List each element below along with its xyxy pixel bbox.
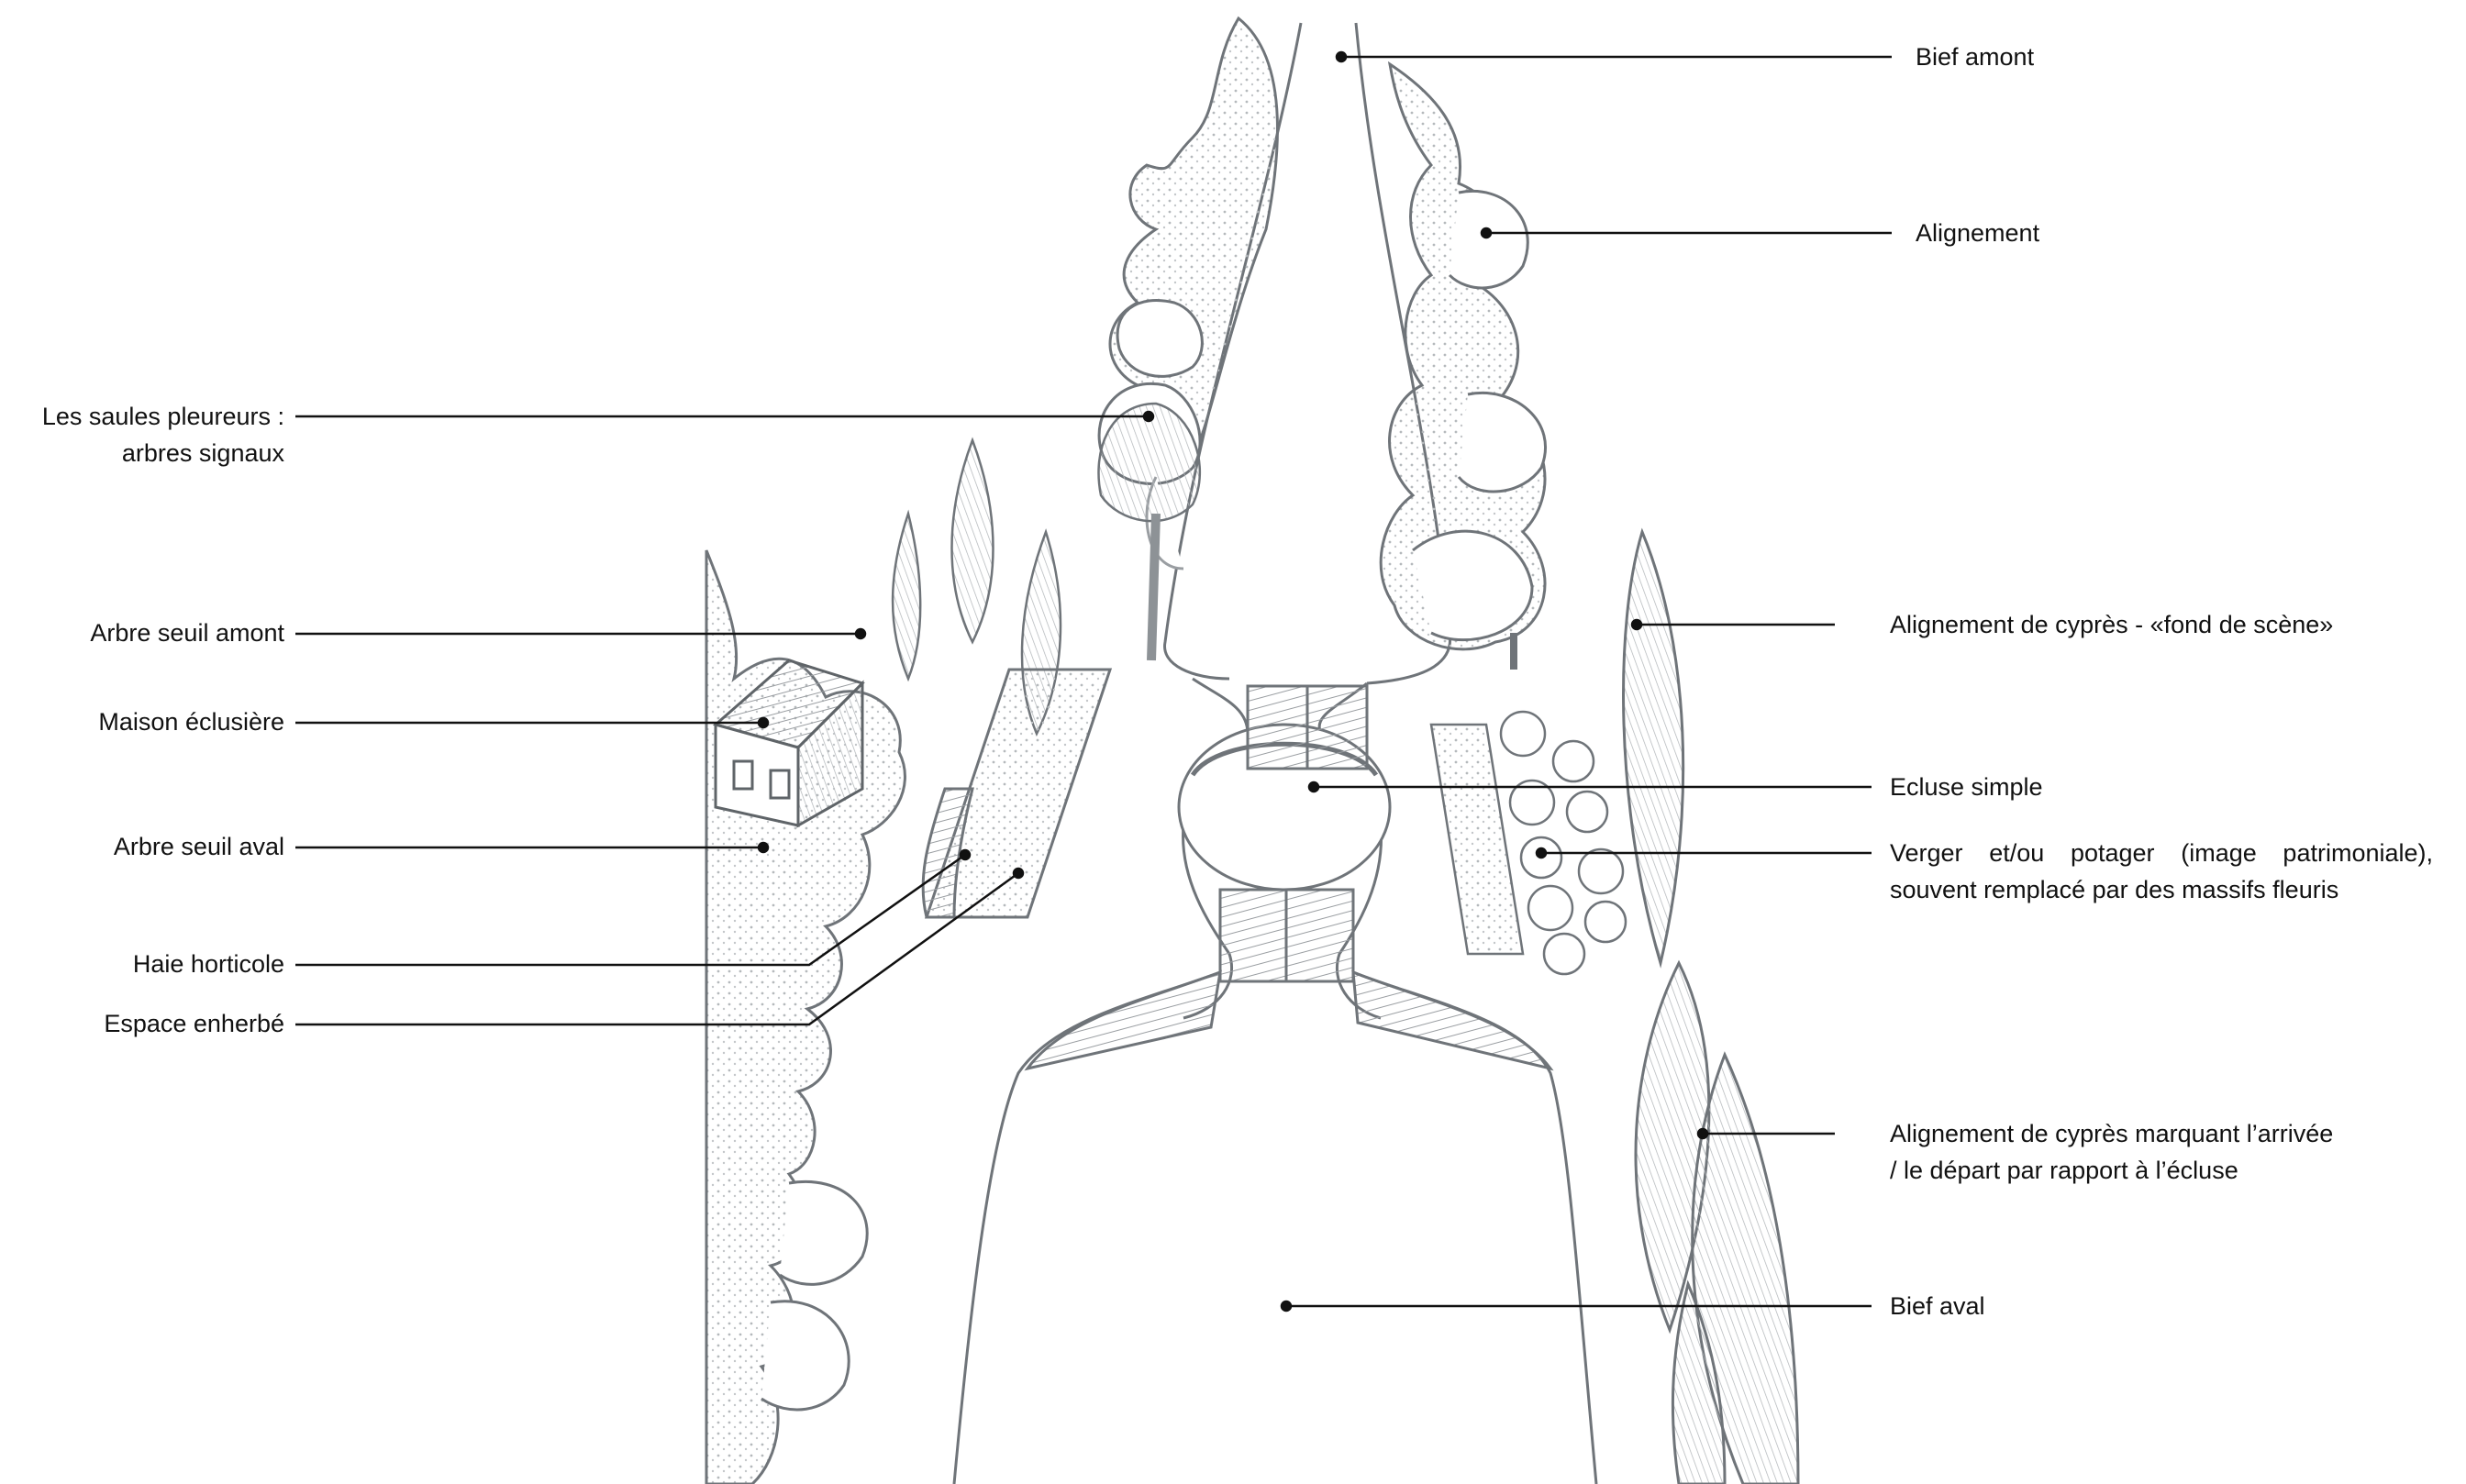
label-haie-horticole: Haie horticole [133,946,284,982]
label-saules-line2: arbres signaux [42,435,284,471]
label-cypres-arrivee: Alignement de cyprès marquant l’arrivée … [1890,1115,2333,1189]
label-bief-aval: Bief aval [1890,1288,1985,1324]
right-upstream-tree-row [1381,64,1545,670]
label-verger-line1: Verger et/ou potager (image patrimoniale… [1890,835,2433,871]
label-arbre-seuil-amont: Arbre seuil amont [90,615,284,651]
label-bief-amont: Bief amont [1916,39,2034,75]
label-cypres-fond-de-scene: Alignement de cyprès - «fond de scène» [1890,606,2333,643]
right-cypresses [1624,532,1798,1484]
orchard [1431,712,1626,974]
label-saules-line1: Les saules pleureurs : [42,398,284,435]
label-arbre-seuil-aval: Arbre seuil aval [114,828,284,865]
label-verger-potager: Verger et/ou potager (image patrimoniale… [1890,835,2433,908]
label-cypres-arrivee-line2: / le départ par rapport à l’écluse [1890,1152,2333,1189]
label-espace-enherbe: Espace enherbé [104,1005,284,1042]
label-saules-pleureurs: Les saules pleureurs : arbres signaux [42,398,284,471]
label-ecluse-simple: Ecluse simple [1890,769,2043,805]
label-alignement: Alignement [1916,215,2039,251]
lock-chamber [1179,679,1390,1018]
downstream-canal [954,972,1596,1484]
label-cypres-arrivee-line1: Alignement de cyprès marquant l’arrivée [1890,1115,2333,1152]
label-maison-eclusiere: Maison éclusière [98,703,284,740]
hedge-and-lawn [923,670,1110,917]
label-verger-line2: souvent remplacé par des massifs fleuris [1890,871,2433,908]
